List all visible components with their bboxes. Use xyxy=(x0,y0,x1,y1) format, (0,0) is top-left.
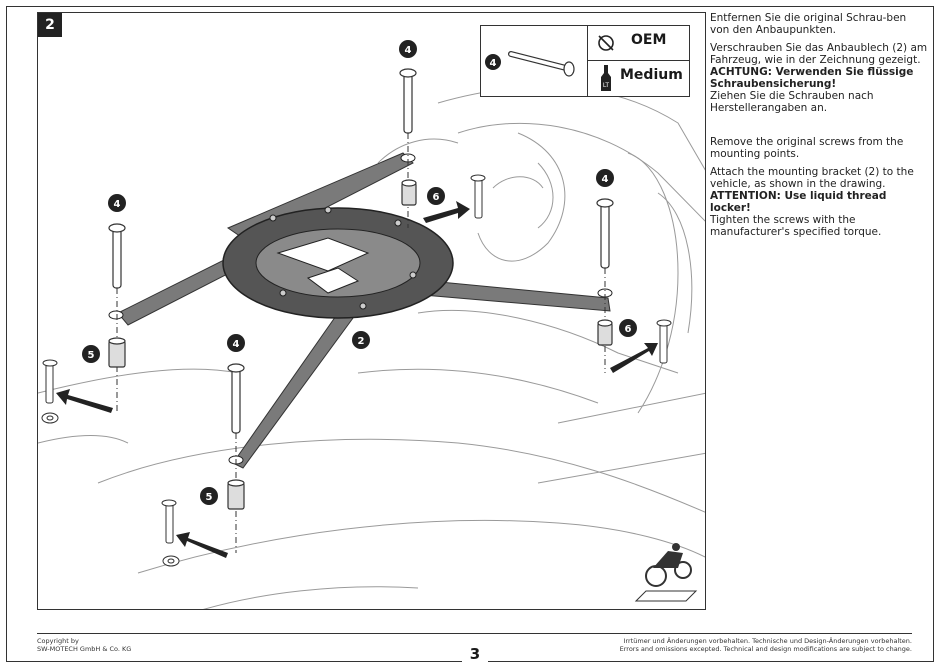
instruction-en-2: Attach the mounting bracket (2) to the v… xyxy=(710,166,928,238)
assembly-drawing: 4 4 4 4 5 5 6 6 2 xyxy=(38,40,705,609)
warning-en: ATTENTION: Use liquid thread locker! xyxy=(710,190,887,214)
warning-de: ACHTUNG: Verwenden Sie flüssige Schraube… xyxy=(710,66,914,90)
disclaimer-en: Errors and omissions excepted. Technical… xyxy=(619,645,912,653)
svg-text:LT: LT xyxy=(603,82,610,89)
instruction-de-2-text: Verschrauben Sie das Anbaublech (2) am F… xyxy=(710,42,928,66)
disclaimer: Irrtümer und Änderungen vorbehalten. Tec… xyxy=(620,637,912,653)
callout-5a: 5 xyxy=(88,350,95,361)
instructions-panel: Entfernen Sie die original Schrau-ben vo… xyxy=(710,12,928,244)
callout-2: 2 xyxy=(358,336,365,347)
language-gap xyxy=(710,120,928,136)
instruction-en-3: Tighten the screws with the manufacturer… xyxy=(710,214,882,238)
parts-legend: 4 OEM LT Medium xyxy=(480,25,690,97)
copyright: Copyright by SW-MOTECH GmbH & Co. KG xyxy=(37,637,131,653)
callout-4a: 4 xyxy=(405,45,412,56)
callout-5b: 5 xyxy=(206,492,213,503)
callout-4d: 4 xyxy=(602,174,609,185)
instruction-de-3: Ziehen Sie die Schrauben nach Hersteller… xyxy=(710,90,874,114)
motorcycle-pictogram xyxy=(634,543,698,602)
callout-bubbles: 4 4 4 4 5 5 6 6 2 xyxy=(82,40,637,505)
removal-arrows xyxy=(56,201,658,558)
legend-divider-horizontal xyxy=(587,60,689,61)
callout-4c: 4 xyxy=(233,339,240,350)
callout-4b: 4 xyxy=(114,199,121,210)
callout-6b: 6 xyxy=(625,324,632,335)
callout-6a: 6 xyxy=(433,192,440,203)
page-number: 3 xyxy=(462,645,488,663)
legend-divider-vertical xyxy=(587,26,588,96)
spacers xyxy=(108,179,613,510)
legend-part-number: 4 xyxy=(490,58,497,69)
threadlocker-bottle-icon: LT xyxy=(601,65,611,91)
footer-divider xyxy=(37,633,912,634)
instruction-en-2-text: Attach the mounting bracket (2) to the v… xyxy=(710,166,914,190)
instruction-en-1: Remove the original screws from the moun… xyxy=(710,136,904,160)
illustration-panel: 4 4 4 4 5 5 6 6 2 2 xyxy=(37,12,706,610)
step-number: 2 xyxy=(38,13,62,37)
threadlocker-strength: Medium xyxy=(620,67,683,83)
long-screws xyxy=(108,68,614,434)
vehicle-outline xyxy=(38,86,705,609)
oem-label: OEM xyxy=(631,32,667,48)
original-screws xyxy=(41,174,672,567)
legend-screw-drawing: 4 xyxy=(485,51,575,77)
oem-screw-icon xyxy=(598,35,614,51)
copyright-line-1: Copyright by xyxy=(37,637,79,645)
instruction-de-1: Entfernen Sie die original Schrau-ben vo… xyxy=(710,12,907,36)
copyright-line-2: SW-MOTECH GmbH & Co. KG xyxy=(37,645,132,653)
instruction-de-2: Verschrauben Sie das Anbaublech (2) am F… xyxy=(710,42,928,114)
mounting-bracket xyxy=(108,152,613,469)
disclaimer-de: Irrtümer und Änderungen vorbehalten. Tec… xyxy=(623,637,912,645)
